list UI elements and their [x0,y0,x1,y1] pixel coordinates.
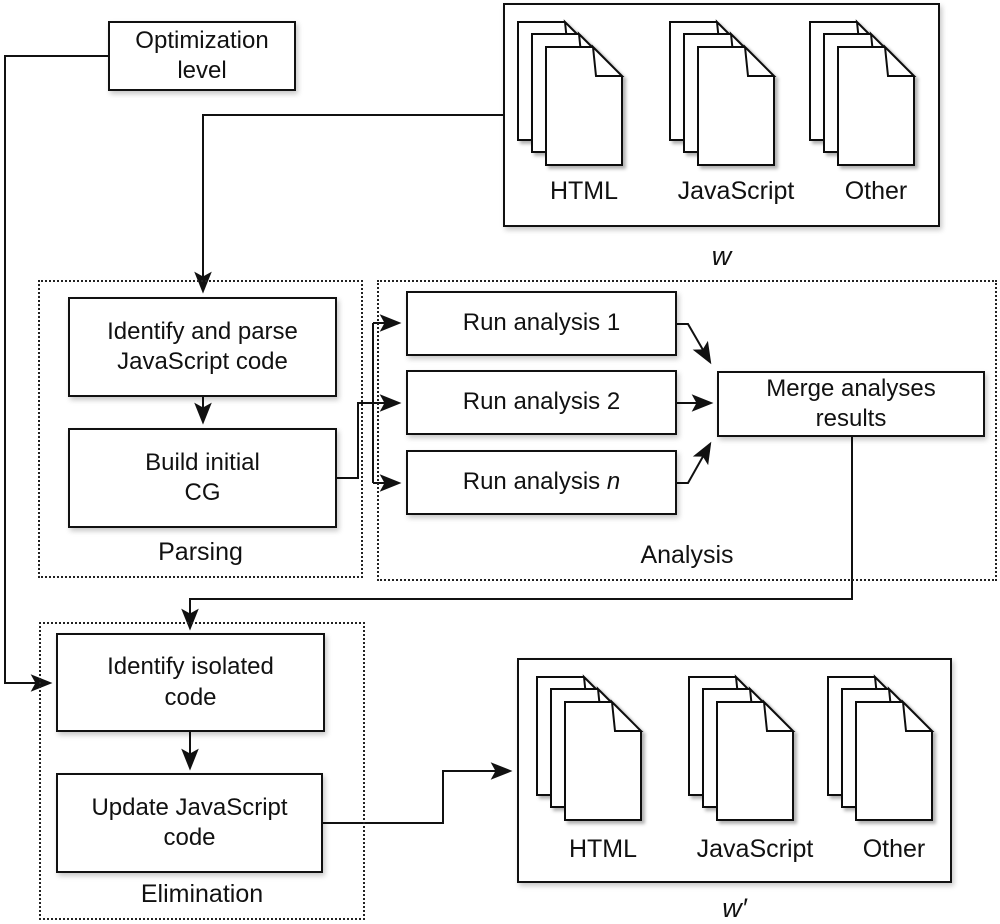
connector-update-js-to-output-docs [323,762,513,824]
doc-type-label-other-output: Other [862,835,926,863]
node-merge-analyses-results: Merge analyses results [717,371,985,437]
group-label-elimination: Elimination [140,880,264,908]
caption-w-prime: w′ [722,893,747,923]
node-build-initial-cg: Build initial CG [68,428,337,528]
doc-type-label-other-input: Other [844,177,908,205]
doc-type-label-html-input: HTML [549,177,619,205]
run-analysis-n-label: Run analysis [462,468,601,496]
doc-type-label-javascript-output: JavaScript [696,835,814,863]
group-analysis: Analysis [377,280,997,581]
doc-type-label-html-output: HTML [568,835,638,863]
connector-run-n-to-merge [677,441,712,484]
connector-run1-to-merge [677,323,712,365]
group-elimination: Elimination [39,622,365,920]
caption-w: w [711,241,732,271]
node-identify-and-parse: Identify and parse JavaScript code [68,297,337,397]
group-label-analysis: Analysis [640,541,734,569]
connector-optimization-to-identify-isolated [4,55,108,692]
group-label-parsing: Parsing [158,538,243,566]
run-analysis-2-index: 2 [606,388,621,416]
run-analysis-1-label: Run analysis [462,309,601,337]
connector-input-docs-to-identify-parse [194,114,503,294]
run-analysis-1-index: 1 [606,309,621,337]
run-analysis-n-index: n [606,468,621,496]
node-optimization-level: Optimization level [108,21,296,91]
node-update-javascript-code: Update JavaScript code [56,773,323,873]
run-analysis-2-label: Run analysis [462,388,601,416]
connector-merge-to-identify-isolated [181,437,853,631]
doc-type-label-javascript-input: JavaScript [677,177,795,205]
node-identify-isolated-code: Identify isolated code [56,633,325,732]
